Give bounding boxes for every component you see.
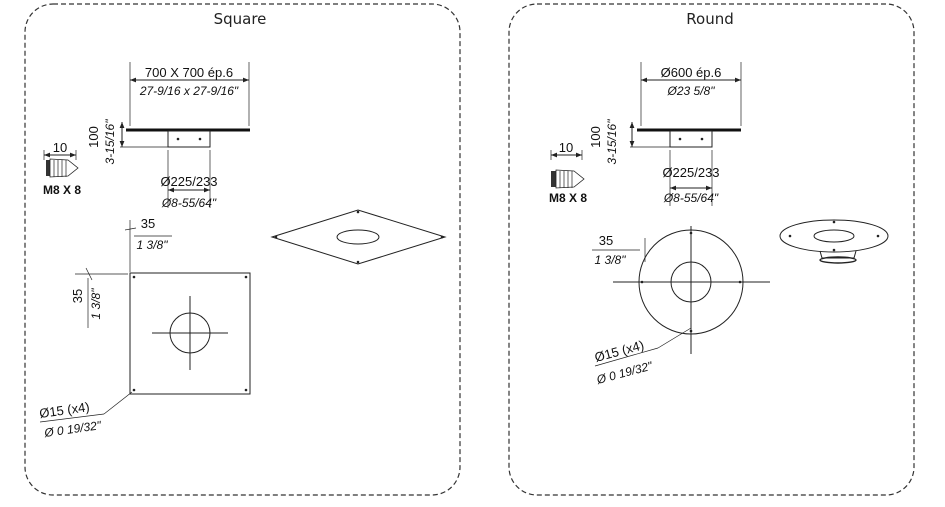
round-hole-mm: Ø15 (x4)	[593, 337, 646, 365]
square-offset-x-mm: 35	[141, 216, 155, 231]
square-offset-y-in: 1 3/8"	[89, 288, 103, 320]
square-offset-x-in: 1 3/8"	[137, 238, 169, 252]
square-offset-y-mm: 35	[70, 289, 85, 303]
square-plate-dim-in: 27-9/16 x 27-9/16"	[139, 84, 239, 98]
square-hole-in: Ø 0 19/32"	[42, 418, 102, 440]
round-collar-mm: Ø225/233	[662, 165, 719, 180]
round-screw: 10 M8 X 8	[549, 140, 587, 205]
round-collar-side	[669, 130, 713, 148]
square-title: Square	[214, 10, 267, 28]
square-plate-dim-mm: 700 X 700 ép.6	[145, 65, 233, 80]
square-panel: Square 700 X 700 ép.6 27-9/16 x 27-9/16"…	[24, 3, 461, 496]
round-panel: Round Ø600 ép.6 Ø23 5/8" 100 3-15/16" Ø2…	[508, 3, 915, 496]
round-title: Round	[686, 10, 733, 28]
square-height-mm: 100	[86, 126, 101, 148]
round-plate-dim-in: Ø23 5/8"	[667, 84, 716, 98]
square-collar-mm: Ø225/233	[160, 174, 217, 189]
square-screw-label: M8 X 8	[43, 183, 81, 197]
round-height-in: 3-15/16"	[605, 119, 619, 165]
square-collar-in: Ø8-55/64"	[161, 196, 217, 210]
round-screw-len: 10	[559, 140, 573, 155]
square-screw: 10 M8 X 8	[43, 140, 81, 197]
round-panel-frame	[508, 3, 915, 496]
round-plan-view: 35 1 3/8" Ø15 (x4) Ø 0 19/32"	[592, 226, 770, 387]
screw-icon	[46, 158, 79, 178]
round-elevation: Ø600 ép.6 Ø23 5/8" 100 3-15/16" Ø225/233…	[588, 62, 742, 206]
square-elevation: 700 X 700 ép.6 27-9/16 x 27-9/16" 100 3-…	[86, 62, 250, 210]
round-collar-in: Ø8-55/64"	[663, 191, 719, 205]
round-height-mm: 100	[588, 126, 603, 148]
square-collar-side	[167, 130, 211, 148]
round-screw-label: M8 X 8	[549, 191, 587, 205]
screw-icon	[551, 169, 585, 189]
square-plate-outline	[129, 272, 251, 395]
round-plate-dim-mm: Ø600 ép.6	[661, 65, 722, 80]
square-screw-len: 10	[53, 140, 67, 155]
square-plate-3d	[270, 209, 447, 265]
square-panel-frame	[24, 3, 461, 496]
round-offset-in: 1 3/8"	[595, 253, 627, 267]
square-height-in: 3-15/16"	[103, 119, 117, 165]
square-plan-view: 35 1 3/8" 35 1 3/8" Ø15 (x4) Ø 0 19/32"	[38, 216, 251, 440]
round-plate-3d	[779, 219, 889, 264]
square-hole-mm: Ø15 (x4)	[38, 399, 90, 421]
round-offset-mm: 35	[599, 233, 613, 248]
